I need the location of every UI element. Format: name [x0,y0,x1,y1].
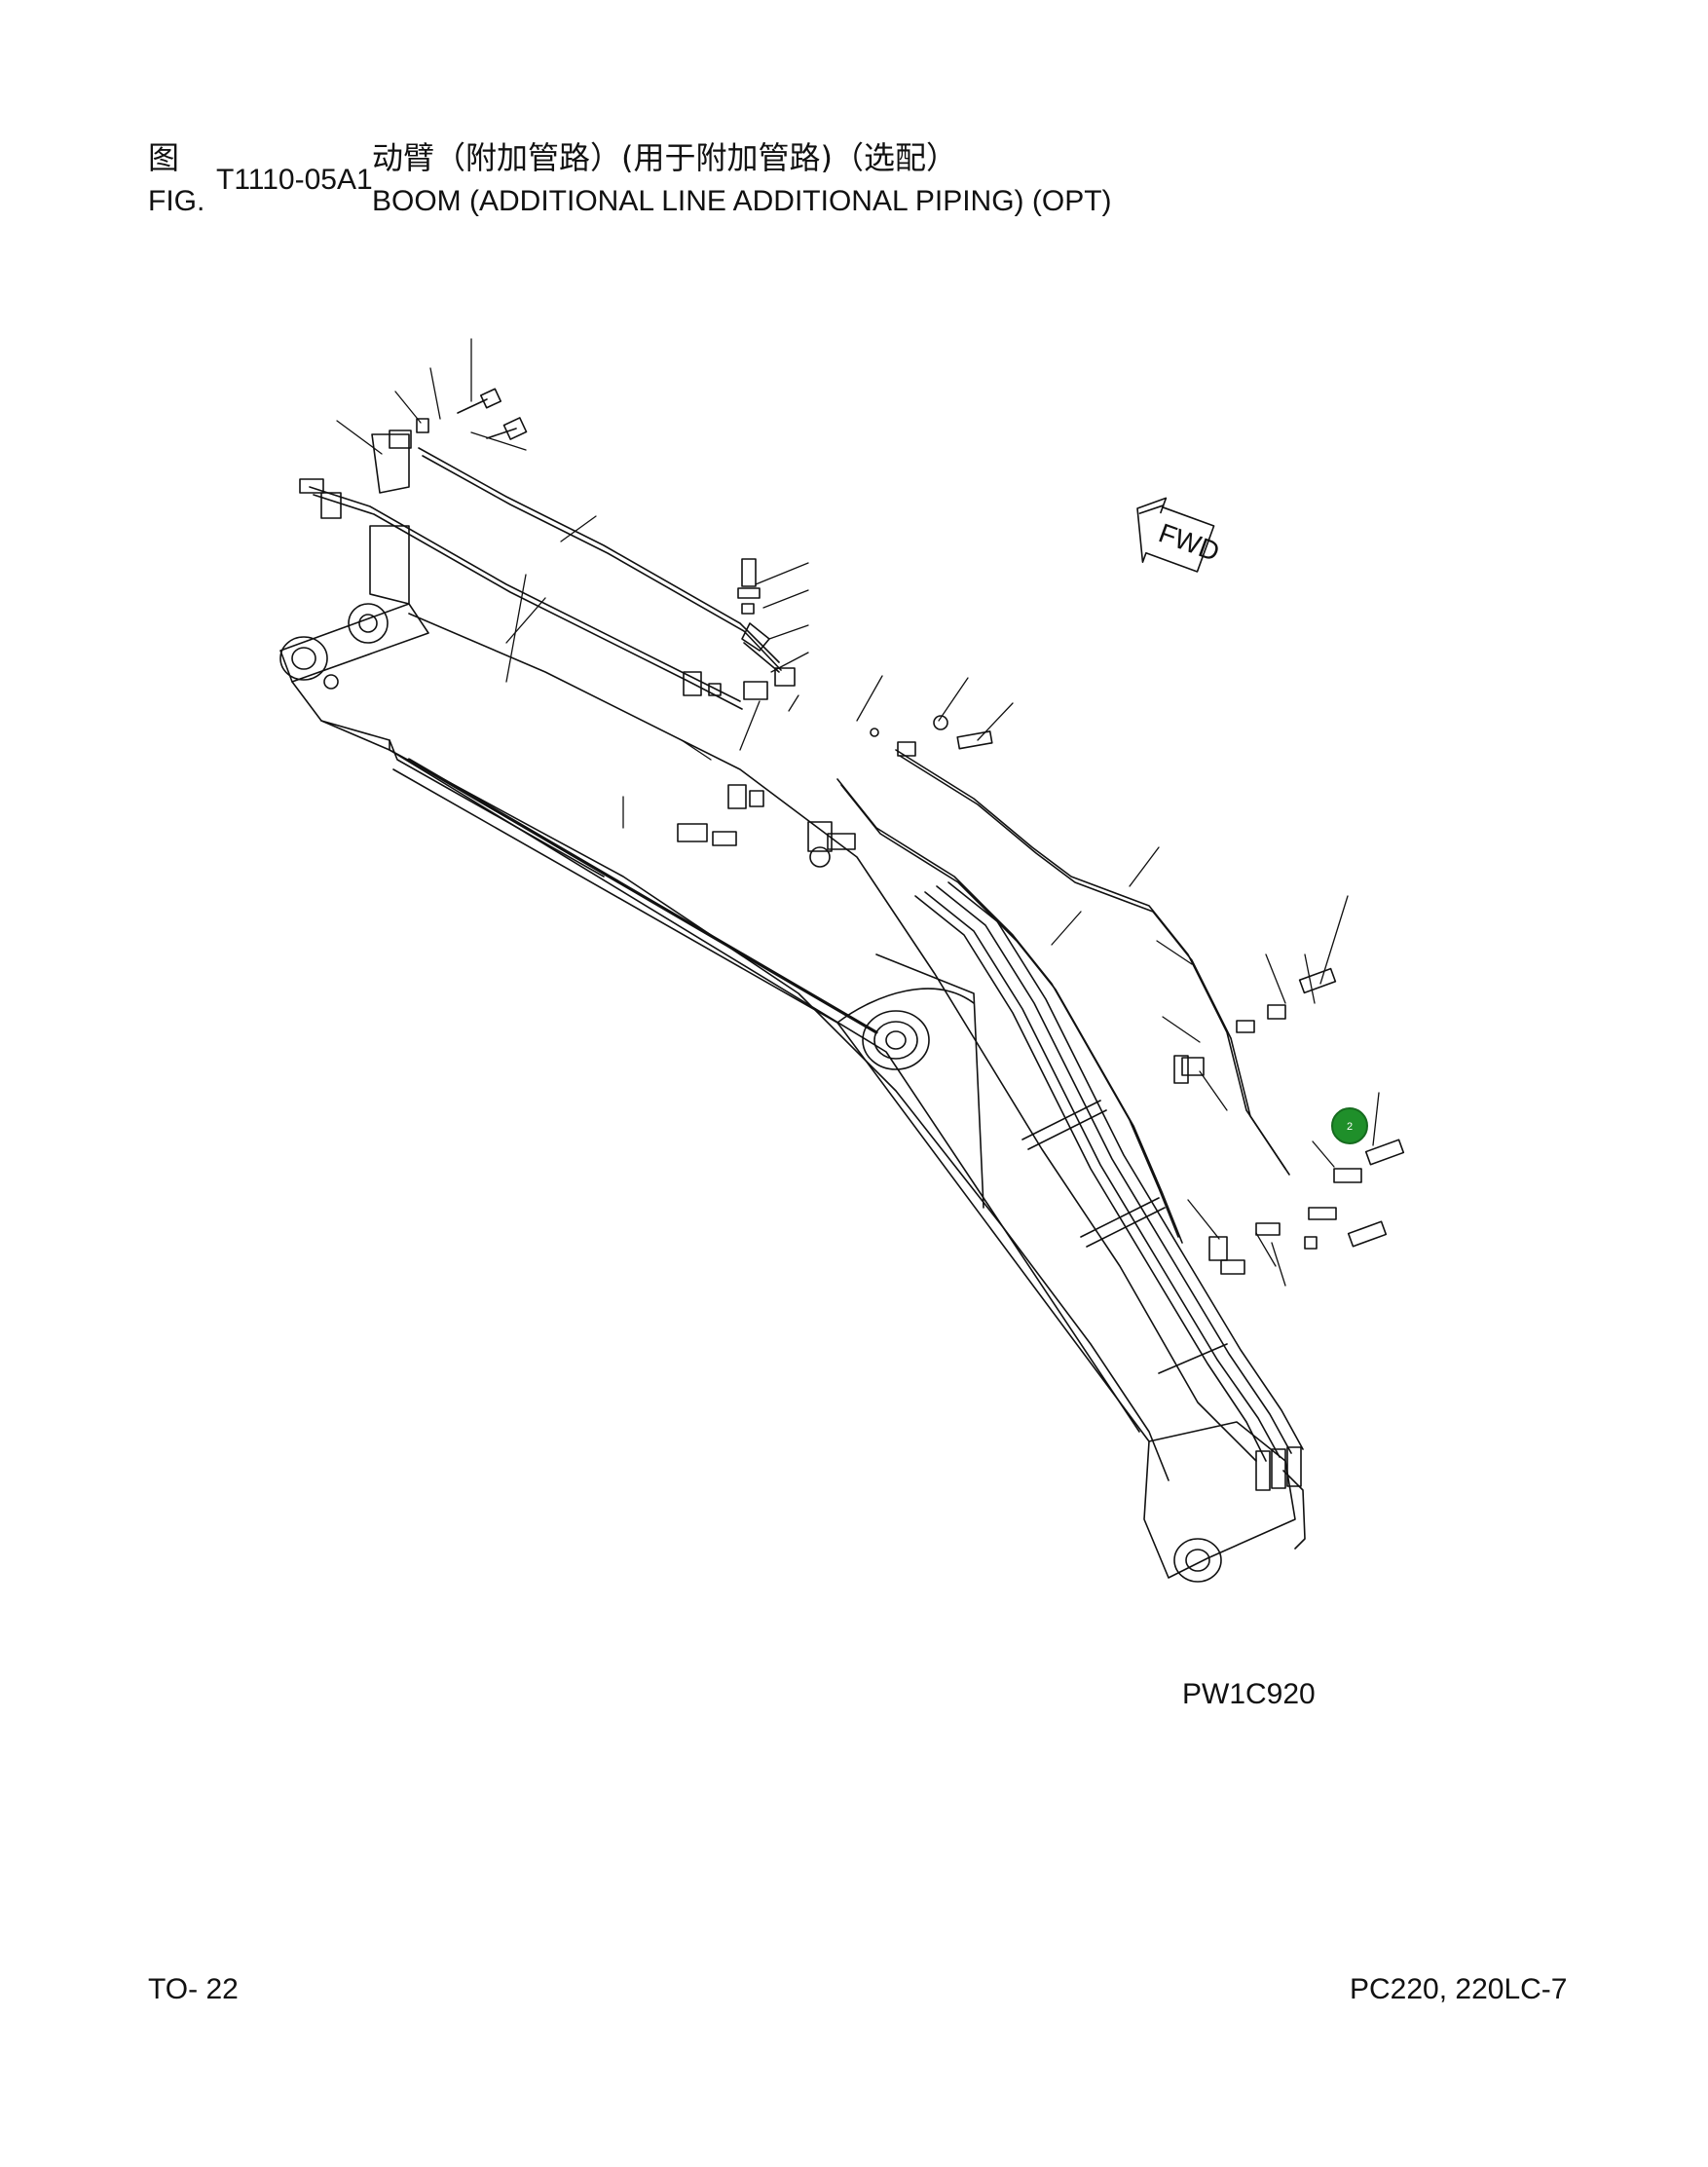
additional-pipe-lines [309,447,1304,1491]
forward-direction-marker: FWD [1136,497,1223,573]
figure-title-english: BOOM (ADDITIONAL LINE ADDITIONAL PIPING)… [372,185,1112,217]
figure-title-chinese: 动臂（附加管路）(用于附加管路)（选配） [372,139,957,176]
callout-number: 2 [1347,1121,1353,1133]
page-number: TO- 22 [148,1973,239,2005]
figure-number: T1110-05A1 [216,164,373,196]
drawing-code: PW1C920 [1182,1678,1316,1710]
callout-leader-lines [336,338,1380,1287]
hardware-parts [299,388,1405,1275]
machine-model: PC220, 220LC-7 [1350,1973,1568,2005]
callout-marker[interactable] [1331,1107,1368,1144]
figure-label-english: FIG. [148,185,205,217]
part-callout-2[interactable]: 2 [1331,1107,1368,1144]
boom-body [279,603,1306,1583]
figure-label-chinese: 图 [148,139,180,176]
